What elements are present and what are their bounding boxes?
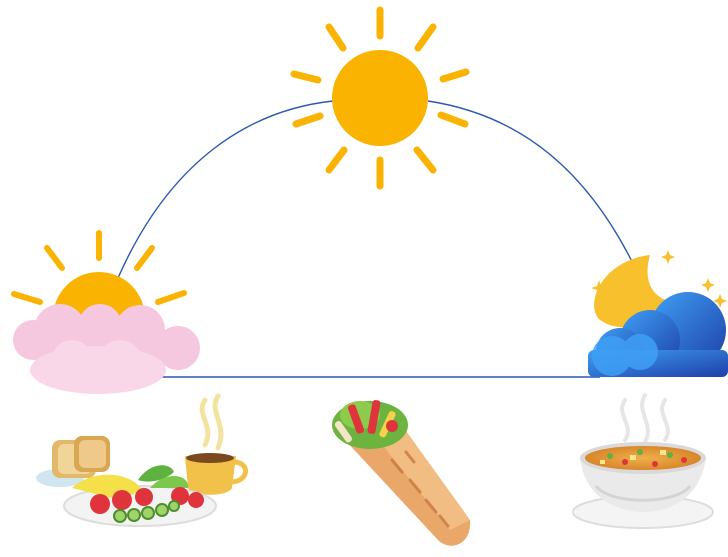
midday-sun-icon — [294, 10, 466, 186]
wrap-sandwich-icon — [332, 400, 470, 546]
sunrise-over-pink-cloud-icon — [13, 233, 200, 394]
moon-behind-blue-cloud-icon — [588, 250, 728, 377]
soup-bowl-icon — [573, 395, 713, 528]
breakfast-plate-icon — [36, 396, 246, 526]
